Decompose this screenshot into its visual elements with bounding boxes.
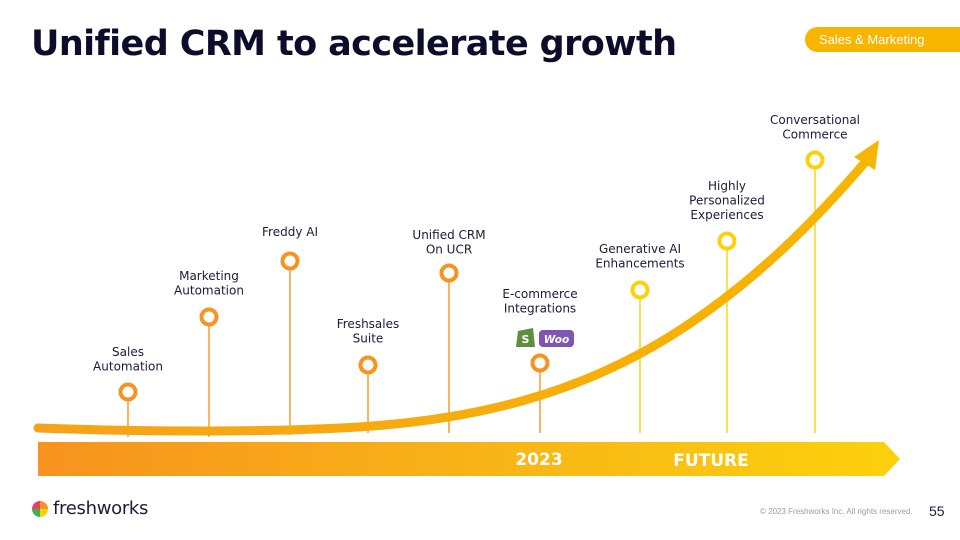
growth-arrowhead	[854, 140, 879, 170]
slide-title: Unified CRM to accelerate growth	[31, 24, 677, 64]
milestone-label: Suite	[353, 332, 384, 346]
milestone-marker	[280, 251, 300, 271]
milestone-label: Automation	[93, 360, 163, 374]
milestone-label: Freddy AI	[262, 225, 318, 239]
brand-name: freshworks	[53, 498, 149, 519]
milestone-marker	[118, 382, 138, 402]
milestone-marker	[530, 353, 550, 373]
milestone-label: Automation	[174, 284, 244, 298]
milestone-label: Enhancements	[595, 257, 684, 271]
timeline-bar	[38, 442, 900, 476]
milestone-marker	[805, 150, 825, 170]
milestone-label: Conversational	[770, 113, 860, 127]
milestone-label: E-commerce	[502, 287, 577, 301]
milestone-label: Commerce	[782, 128, 847, 142]
woocommerce-icon	[539, 330, 574, 347]
milestone-marker	[630, 280, 650, 300]
milestone-marker	[199, 307, 219, 327]
milestone-marker	[358, 355, 378, 375]
woocommerce-icon-letters: Woo	[544, 334, 569, 346]
ecommerce-badges: S Woo	[516, 328, 574, 347]
milestone-label: Integrations	[504, 302, 576, 316]
milestone-label: Personalized	[689, 194, 765, 208]
milestone-label: Sales	[112, 345, 144, 359]
milestone-marker	[439, 263, 459, 283]
timeline-year-2023: 2023	[515, 450, 562, 470]
page-number: 55	[929, 503, 945, 519]
milestone-marker	[717, 231, 737, 251]
timeline-future: FUTURE	[673, 451, 749, 471]
shopify-icon	[516, 328, 535, 347]
freshworks-logo: freshworks	[31, 498, 148, 519]
freshworks-logo-icon	[32, 500, 48, 517]
milestone-label: Marketing	[179, 269, 239, 283]
milestone-label: Experiences	[690, 208, 763, 222]
milestone-label: Highly	[708, 179, 746, 193]
growth-curve	[33, 155, 872, 436]
milestone-label: Generative AI	[599, 242, 681, 256]
milestone-label: Freshsales	[337, 317, 400, 331]
shopify-icon-letter: S	[522, 333, 530, 346]
milestone-label: Unified CRM	[412, 228, 485, 242]
milestone-label: On UCR	[426, 243, 472, 257]
section-tag: Sales & Marketing	[805, 27, 960, 52]
copyright: © 2023 Freshworks Inc. All rights reserv…	[760, 507, 913, 516]
